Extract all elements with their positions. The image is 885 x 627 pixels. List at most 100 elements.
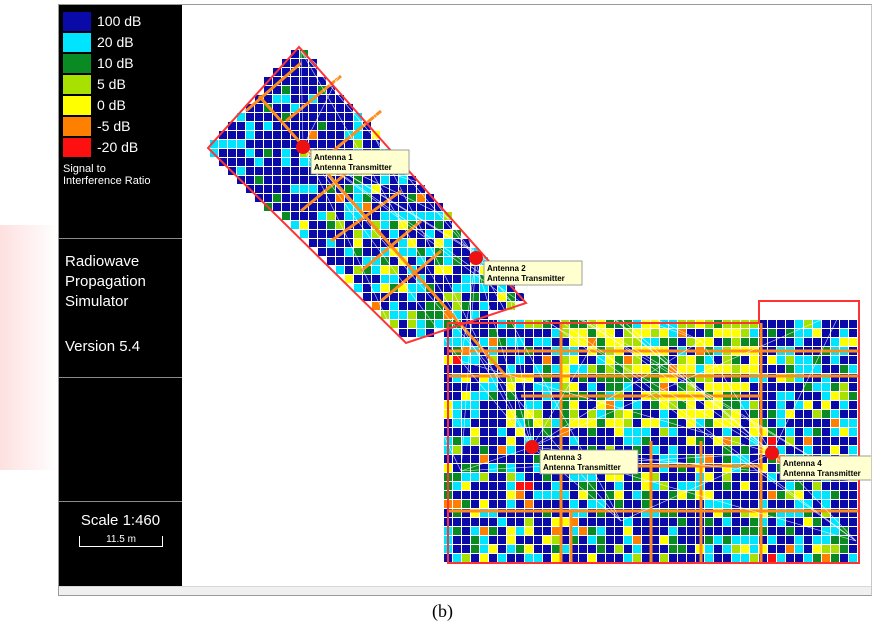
coverage-tile <box>849 437 857 445</box>
coverage-tile <box>282 104 290 112</box>
coverage-tile <box>264 95 272 103</box>
coverage-tile <box>795 536 803 544</box>
coverage-tile <box>579 374 587 382</box>
coverage-tile <box>489 455 497 463</box>
coverage-tile <box>462 302 470 310</box>
coverage-tile <box>300 176 308 184</box>
coverage-tile <box>444 293 452 301</box>
coverage-tile <box>786 365 794 373</box>
coverage-tile <box>678 554 686 562</box>
coverage-tile <box>318 95 326 103</box>
coverage-tile <box>354 221 362 229</box>
coverage-tile <box>525 554 533 562</box>
coverage-tile <box>750 554 758 562</box>
antenna-marker[interactable] <box>296 140 310 154</box>
coverage-tile <box>255 104 263 112</box>
coverage-tile <box>291 122 299 130</box>
coverage-tile <box>651 482 659 490</box>
coverage-tile <box>579 518 587 526</box>
coverage-tile <box>507 446 515 454</box>
propagation-ray <box>460 257 477 362</box>
antenna-label <box>483 260 583 286</box>
coverage-tile <box>345 185 353 193</box>
coverage-tile <box>597 491 605 499</box>
coverage-tile <box>633 500 641 508</box>
coverage-tile <box>399 320 407 328</box>
coverage-tile <box>795 545 803 553</box>
coverage-tile <box>462 491 470 499</box>
coverage-tile <box>588 518 596 526</box>
coverage-tile <box>561 419 569 427</box>
coverage-tile <box>795 410 803 418</box>
coverage-tile <box>570 338 578 346</box>
coverage-tile <box>597 329 605 337</box>
coverage-tile <box>759 527 767 535</box>
coverage-tile <box>507 383 515 391</box>
coverage-tile <box>273 140 281 148</box>
coverage-tile <box>606 329 614 337</box>
coverage-tile <box>732 518 740 526</box>
coverage-tile <box>291 113 299 121</box>
coverage-tile <box>219 140 227 148</box>
coverage-tile <box>363 122 371 130</box>
coverage-tile <box>822 419 830 427</box>
coverage-tile <box>678 446 686 454</box>
coverage-tile <box>507 419 515 427</box>
coverage-tile <box>273 158 281 166</box>
coverage-tile <box>552 509 560 517</box>
coverage-tile <box>255 176 263 184</box>
coverage-tile <box>588 509 596 517</box>
coverage-tile <box>462 257 470 265</box>
coverage-tile <box>489 545 497 553</box>
coverage-tile <box>462 338 470 346</box>
coverage-tile <box>552 536 560 544</box>
coverage-tile <box>372 212 380 220</box>
coverage-tile <box>741 455 749 463</box>
antenna-marker[interactable] <box>765 446 779 460</box>
coverage-tile <box>471 545 479 553</box>
coverage-tile <box>795 482 803 490</box>
coverage-tile <box>732 410 740 418</box>
coverage-tile <box>579 329 587 337</box>
coverage-tile <box>804 392 812 400</box>
coverage-tile <box>786 554 794 562</box>
coverage-tile <box>363 257 371 265</box>
coverage-tile <box>255 158 263 166</box>
legend-row: 0 dB <box>63 96 181 115</box>
coverage-tile <box>552 437 560 445</box>
coverage-tile <box>453 527 461 535</box>
coverage-tile <box>804 446 812 454</box>
coverage-tile <box>453 446 461 454</box>
coverage-tile <box>489 419 497 427</box>
coverage-tile <box>678 437 686 445</box>
coverage-tile <box>804 374 812 382</box>
coverage-tile <box>462 527 470 535</box>
coverage-tile <box>507 356 515 364</box>
coverage-tile <box>345 230 353 238</box>
coverage-tile <box>705 338 713 346</box>
coverage-tile <box>417 212 425 220</box>
coverage-tile <box>813 482 821 490</box>
coverage-tile <box>813 419 821 427</box>
coverage-tile <box>435 266 443 274</box>
coverage-tile <box>741 365 749 373</box>
coverage-tile <box>435 302 443 310</box>
coverage-tile <box>309 239 317 247</box>
coverage-tile <box>669 446 677 454</box>
coverage-tile <box>273 122 281 130</box>
antenna-marker[interactable] <box>469 251 483 265</box>
coverage-tile <box>813 527 821 535</box>
coverage-tile <box>615 473 623 481</box>
coverage-tile <box>597 410 605 418</box>
coverage-tile <box>399 176 407 184</box>
coverage-tile <box>741 419 749 427</box>
coverage-tile <box>768 545 776 553</box>
coverage-tile <box>768 491 776 499</box>
coverage-tile <box>498 536 506 544</box>
coverage-tile <box>525 365 533 373</box>
coverage-tile <box>444 230 452 238</box>
coverage-tile <box>741 401 749 409</box>
antenna-marker[interactable] <box>525 440 539 454</box>
